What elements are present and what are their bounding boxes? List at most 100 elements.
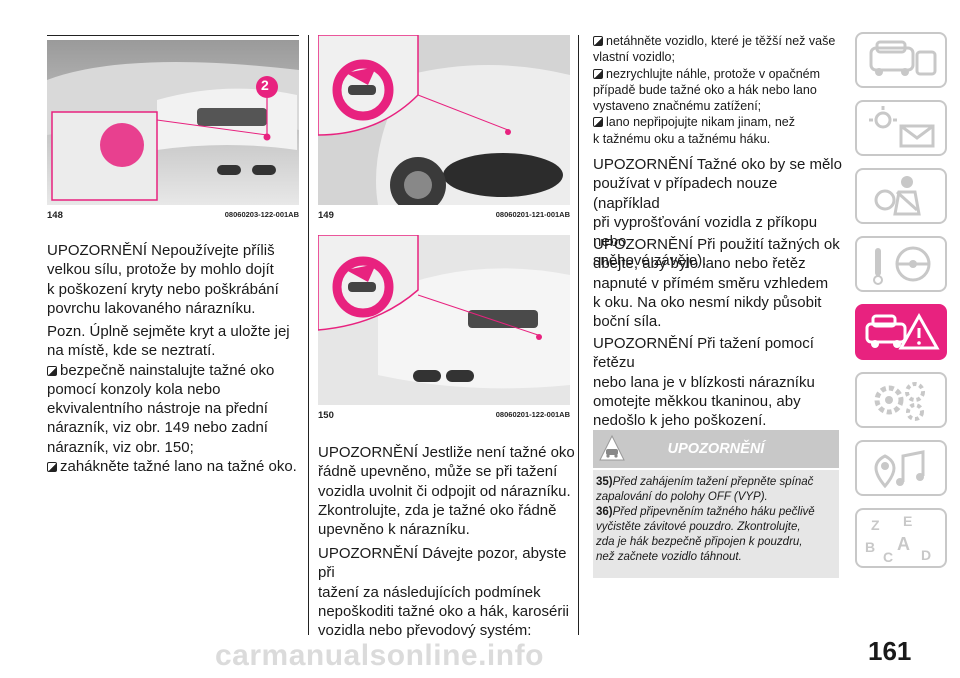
text-line: pomocí konzoly kola nebo xyxy=(47,380,221,398)
watermark-text: carmanualsonline.info xyxy=(215,639,544,672)
side-tab-dashboard[interactable] xyxy=(855,32,947,88)
text-line: při vyprošťování vozidla z příkopu nebo xyxy=(593,213,818,251)
text-line: zahákněte tažné lano na tažné oko. xyxy=(60,458,297,476)
text-line: používat v případech nouze (například xyxy=(593,175,778,212)
col3-warning-paragraph-2: UPOZORNĚNÍ Při použití tažných ok dbejte… xyxy=(593,235,843,331)
col1-warning-paragraph: UPOZORNĚNÍ Nepoužívejte příliš velkou sí… xyxy=(47,241,307,318)
bullet-icon xyxy=(593,36,603,46)
warning-box: UPOZORNĚNÍ 35)Před zahájením tažení přep… xyxy=(593,430,839,578)
text-line: UPOZORNĚNÍ Tažné oko by se mělo xyxy=(593,156,842,173)
text-line: k tažnému oku a tažnému háku. xyxy=(593,131,771,146)
text-line: sněhové závěje). xyxy=(593,252,707,270)
text-line: ekvivalentního nástroje na přední xyxy=(47,400,268,418)
bullet-icon xyxy=(47,365,57,376)
gears-maintenance-icon xyxy=(874,382,925,421)
bullet-icon xyxy=(47,462,57,473)
figure-148-number: 148 xyxy=(47,210,63,221)
warning-item-number: 36) xyxy=(596,506,613,518)
text-line: nepoškoditi tažné oko a hák, karosérii xyxy=(318,602,569,620)
text-line: Před zahájením tažení přepněte spínač xyxy=(612,476,814,488)
bullet-icon xyxy=(593,117,603,128)
column-divider-2 xyxy=(578,35,579,635)
warning-lights-icon xyxy=(869,106,935,148)
text-line: Před připevněním tažného háku pečlivě xyxy=(612,506,815,518)
figure-150-code: 08060201-122-001AB xyxy=(495,410,570,419)
text-line: UPOZORNĚNÍ Dávejte pozor, abyste při xyxy=(318,545,567,582)
text-line: vyčistěte závitové pouzdro. Zkontrolujte… xyxy=(596,521,801,533)
figure-149-number: 149 xyxy=(318,210,334,221)
text-line: UPOZORNĚNÍ Při tažení pomocí řetězu xyxy=(593,335,814,372)
figure-148-callout: 2 xyxy=(261,77,269,93)
text-line: zapalování do polohy OFF (VYP). xyxy=(596,491,768,503)
text-line: netáhněte vozidlo, které je těžší než va… xyxy=(606,34,836,48)
text-line: nárazník, viz obr. 149 nebo zadní xyxy=(47,419,268,437)
text-line: omotejte měkkou tkaninou, aby xyxy=(593,392,801,410)
col1-note-paragraph: Pozn. Úplně sejměte kryt a uložte jej na… xyxy=(47,322,307,476)
col2-warning-paragraph-2: UPOZORNĚNÍ Dávejte pozor, abyste při taž… xyxy=(318,544,580,640)
bullet-icon xyxy=(593,68,603,79)
text-line: UPOZORNĚNÍ Jestliže není tažné oko xyxy=(318,444,575,461)
figure-148-caption: 148 08060203-122-001AB xyxy=(47,210,299,221)
text-line: vozidla uvolnit či odpojit od nárazníku. xyxy=(318,482,571,500)
side-tab-safety[interactable] xyxy=(855,168,947,224)
text-line: vlastní vozidlo; xyxy=(593,50,675,65)
text-line: dbejte, aby bylo lano nebo řetěz xyxy=(593,255,806,273)
figure-150-caption: 150 08060201-122-001AB xyxy=(318,410,570,421)
text-line: bezpečně nainstalujte tažné oko xyxy=(60,361,275,379)
side-tab-index[interactable]: Z E B C A D xyxy=(855,508,947,568)
svg-text:E: E xyxy=(903,513,912,529)
text-line: napnuté v přímém směru vzhledem xyxy=(593,274,829,292)
side-tab-warning-lights[interactable] xyxy=(855,100,947,156)
col2-warning-paragraph-1: UPOZORNĚNÍ Jestliže není tažné oko řádně… xyxy=(318,443,580,539)
text-line: k oku. Na oko nesmí nikdy působit xyxy=(593,293,822,311)
breakdown-icon xyxy=(865,312,940,350)
side-tab-maintenance[interactable] xyxy=(855,372,947,428)
page-number: 161 xyxy=(868,636,912,666)
figure-148-code: 08060203-122-001AB xyxy=(224,210,299,219)
text-line: nezrychlujte náhle, protože v opačném xyxy=(606,66,821,81)
col3-warning-paragraph-1: UPOZORNĚNÍ Tažné oko by se mělo používat… xyxy=(593,155,843,271)
svg-text:D: D xyxy=(921,547,931,563)
warning-item-36: 36)Před připevněním tažného háku pečlivě… xyxy=(596,505,836,565)
svg-text:Z: Z xyxy=(871,517,880,533)
text-line: zda je hák bezpečně připojen k pouzdru, xyxy=(596,536,803,548)
svg-text:A: A xyxy=(897,534,910,554)
warning-box-title: UPOZORNĚNÍ xyxy=(667,441,765,457)
multimedia-icon xyxy=(874,450,925,489)
text-line: UPOZORNĚNÍ Při použití tažných ok xyxy=(593,236,840,253)
text-line: boční síla. xyxy=(593,313,662,331)
column-divider-1 xyxy=(308,35,309,635)
text-line: tažení za následujících podmínek xyxy=(318,583,541,601)
text-line: upevněno k nárazníku. xyxy=(318,521,470,539)
side-tab-breakdown[interactable] xyxy=(855,304,947,360)
col3-bullets: netáhněte vozidlo, které je těžší než va… xyxy=(593,33,843,147)
figure-150-number: 150 xyxy=(318,410,334,421)
svg-text:C: C xyxy=(883,549,893,565)
safety-airbag-icon xyxy=(874,176,921,216)
col3-warning-paragraph-3: UPOZORNĚNÍ Při tažení pomocí řetězu nebo… xyxy=(593,334,843,430)
warning-box-header: UPOZORNĚNÍ xyxy=(593,430,839,468)
text-line: případě bude tažné oko a hák nebo lano xyxy=(593,82,817,97)
index-abc-icon: Z E B C A D xyxy=(865,513,931,565)
figure-149-code: 08060201-121-001AB xyxy=(495,210,570,219)
car-warning-icon xyxy=(599,434,625,461)
text-line: vystaveno značnému zatížení; xyxy=(593,99,762,114)
side-tab-starting-driving[interactable] xyxy=(855,236,947,292)
top-rule-col1 xyxy=(47,35,299,36)
side-tab-multimedia[interactable] xyxy=(855,440,947,496)
warning-item-number: 35) xyxy=(596,476,613,488)
text-line: nebo lana je v blízkosti nárazníku xyxy=(593,373,815,391)
text-line: Zkontrolujte, zda je tažné oko řádně xyxy=(318,501,557,519)
text-line: řádně upevněno, může se při tažení xyxy=(318,463,558,481)
text-line: lano nepřipojujte nikam jinam, než xyxy=(606,115,795,130)
figure-149-caption: 149 08060201-121-001AB xyxy=(318,210,570,221)
text-line: k poškození kryty nebo poškrábání xyxy=(47,280,279,298)
text-line: povrchu lakovaného nárazníku. xyxy=(47,299,256,317)
text-line: na místě, kde se neztratí. xyxy=(47,342,216,360)
figure-148-photo: 2 xyxy=(47,40,299,205)
text-line: nárazník, viz obr. 150; xyxy=(47,438,194,456)
figure-149-photo xyxy=(318,35,570,205)
warning-box-body: 35)Před zahájením tažení přepněte spínač… xyxy=(593,470,839,578)
figure-150-photo xyxy=(318,235,570,405)
text-line: UPOZORNĚNÍ Nepoužívejte příliš xyxy=(47,242,275,259)
